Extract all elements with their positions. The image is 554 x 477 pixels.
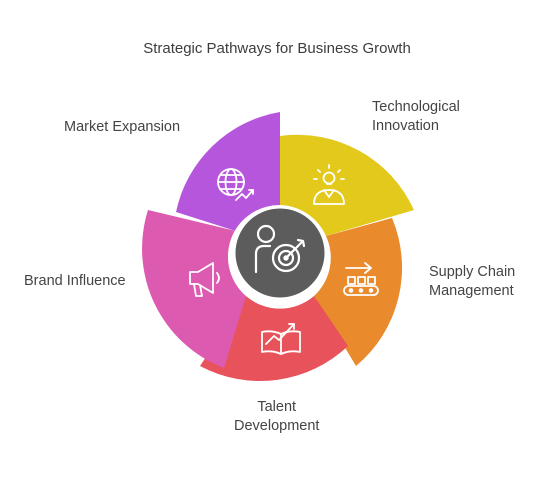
label-market-line-1: Market Expansion	[64, 119, 181, 135]
label-talent-development: Talent Development	[234, 398, 319, 436]
label-supply-line-2: Management	[429, 283, 514, 299]
label-market-expansion: Market Expansion	[64, 118, 180, 137]
megaphone-icon	[189, 262, 220, 297]
person-target-icon	[254, 224, 306, 274]
label-supply-chain-management: Supply Chain Management	[429, 263, 515, 301]
lightbulb-person-icon	[313, 164, 345, 205]
label-talent-line-2: Development	[234, 418, 320, 434]
label-brand-line-1: Brand Influence	[24, 273, 126, 289]
label-tech-line-2: Innovation	[372, 118, 439, 134]
globe-growth-icon	[217, 168, 254, 201]
segment-technological-innovation	[280, 134, 414, 236]
label-tech-line-1: Technological	[372, 99, 460, 115]
label-technological-innovation: Technological Innovation	[372, 98, 460, 136]
book-growth-icon	[261, 323, 301, 355]
conveyor-boxes-icon	[343, 262, 379, 296]
label-talent-line-1: Talent	[257, 399, 297, 415]
label-supply-line-1: Supply Chain	[429, 264, 516, 280]
diagram-title: Strategic Pathways for Business Growth	[143, 40, 411, 57]
label-brand-influence: Brand Influence	[24, 272, 126, 291]
